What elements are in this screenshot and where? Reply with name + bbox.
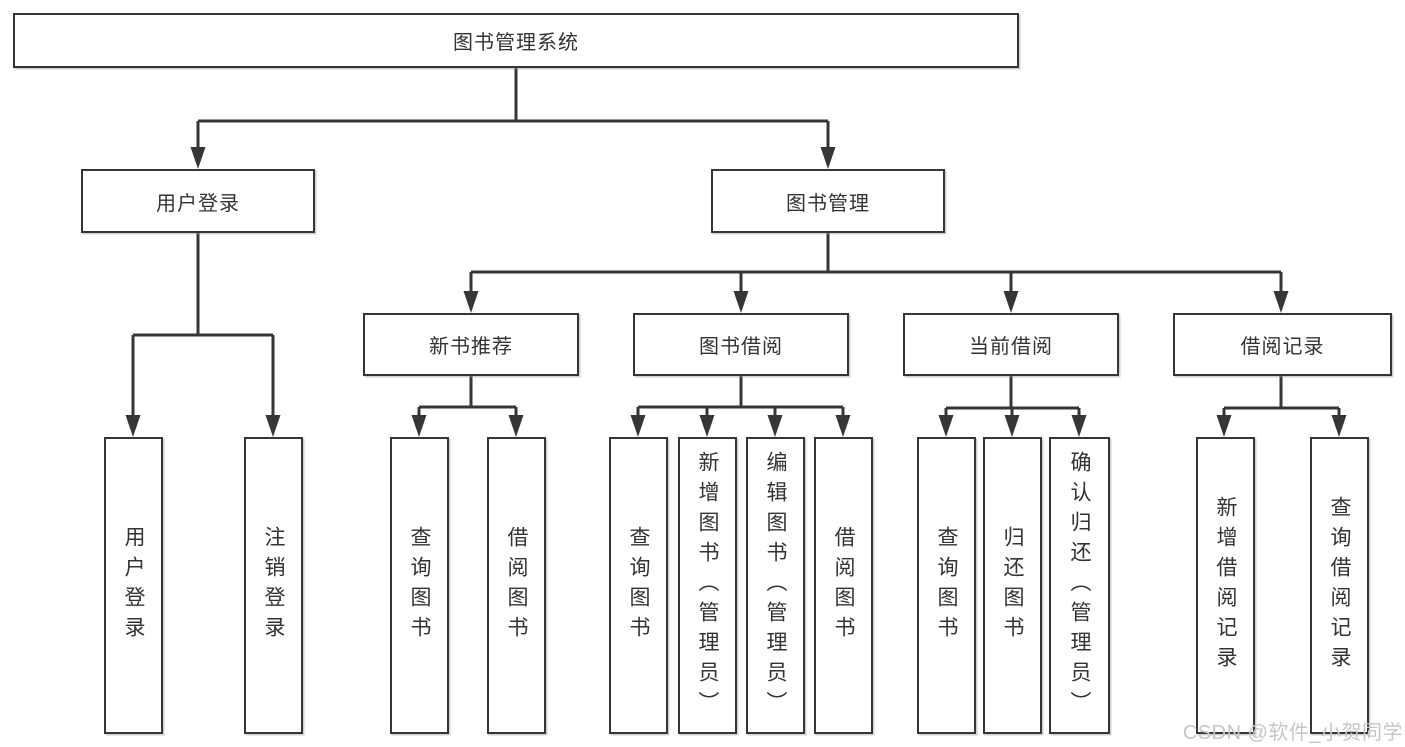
node-label: 新增图书（管理员）: [696, 450, 719, 721]
node-borrowing-records: 借阅记录: [1173, 313, 1392, 376]
node-library-system: 图书管理系统: [13, 13, 1019, 68]
leaf-query-books-3: 查询图书: [917, 437, 976, 734]
node-current-borrowing: 当前借阅: [903, 313, 1119, 376]
node-label: 新书推荐: [429, 336, 513, 358]
node-book-management: 图书管理: [711, 169, 945, 233]
leaf-borrow-books-1: 借阅图书: [487, 437, 546, 734]
node-book-borrowing: 图书借阅: [633, 313, 849, 376]
leaf-edit-book-admin: 编辑图书（管理员）: [746, 437, 805, 734]
node-label: 借阅图书: [505, 525, 528, 646]
node-label: 查询图书: [627, 525, 650, 646]
node-label: 图书借阅: [699, 336, 783, 358]
node-user-login: 用户登录: [81, 169, 315, 233]
node-label: 用户登录: [122, 525, 145, 646]
node-label: 查询图书: [408, 525, 431, 646]
leaf-add-book-admin: 新增图书（管理员）: [678, 437, 737, 734]
leaf-query-books-1: 查询图书: [390, 437, 449, 734]
node-label: 新增借阅记录: [1214, 495, 1237, 676]
leaf-return-books: 归还图书: [983, 437, 1042, 734]
node-label: 图书管理系统: [453, 32, 579, 54]
leaf-query-books-2: 查询图书: [609, 437, 668, 734]
leaf-query-borrow-record: 查询借阅记录: [1310, 437, 1369, 734]
node-label: 用户登录: [156, 192, 240, 215]
node-label: 注销登录: [262, 525, 285, 646]
leaf-user-login: 用户登录: [104, 437, 163, 734]
node-label: 借阅图书: [832, 525, 855, 646]
leaf-add-borrow-record: 新增借阅记录: [1196, 437, 1255, 734]
node-label: 借阅记录: [1240, 336, 1325, 358]
node-label: 确认归还（管理员）: [1068, 450, 1091, 721]
csdn-watermark: CSDN @软件_小贺同学: [1182, 722, 1403, 744]
node-label: 查询图书: [935, 525, 958, 646]
leaf-logout: 注销登录: [244, 437, 303, 734]
node-label: 编辑图书（管理员）: [764, 450, 787, 721]
node-label: 当前借阅: [969, 336, 1053, 358]
node-label: 归还图书: [1001, 525, 1024, 646]
leaf-borrow-books-2: 借阅图书: [814, 437, 873, 734]
leaf-confirm-return-admin: 确认归还（管理员）: [1049, 437, 1110, 734]
node-label: 查询借阅记录: [1328, 495, 1351, 676]
node-new-book-recommend: 新书推荐: [363, 313, 579, 376]
node-label: 图书管理: [786, 192, 870, 215]
